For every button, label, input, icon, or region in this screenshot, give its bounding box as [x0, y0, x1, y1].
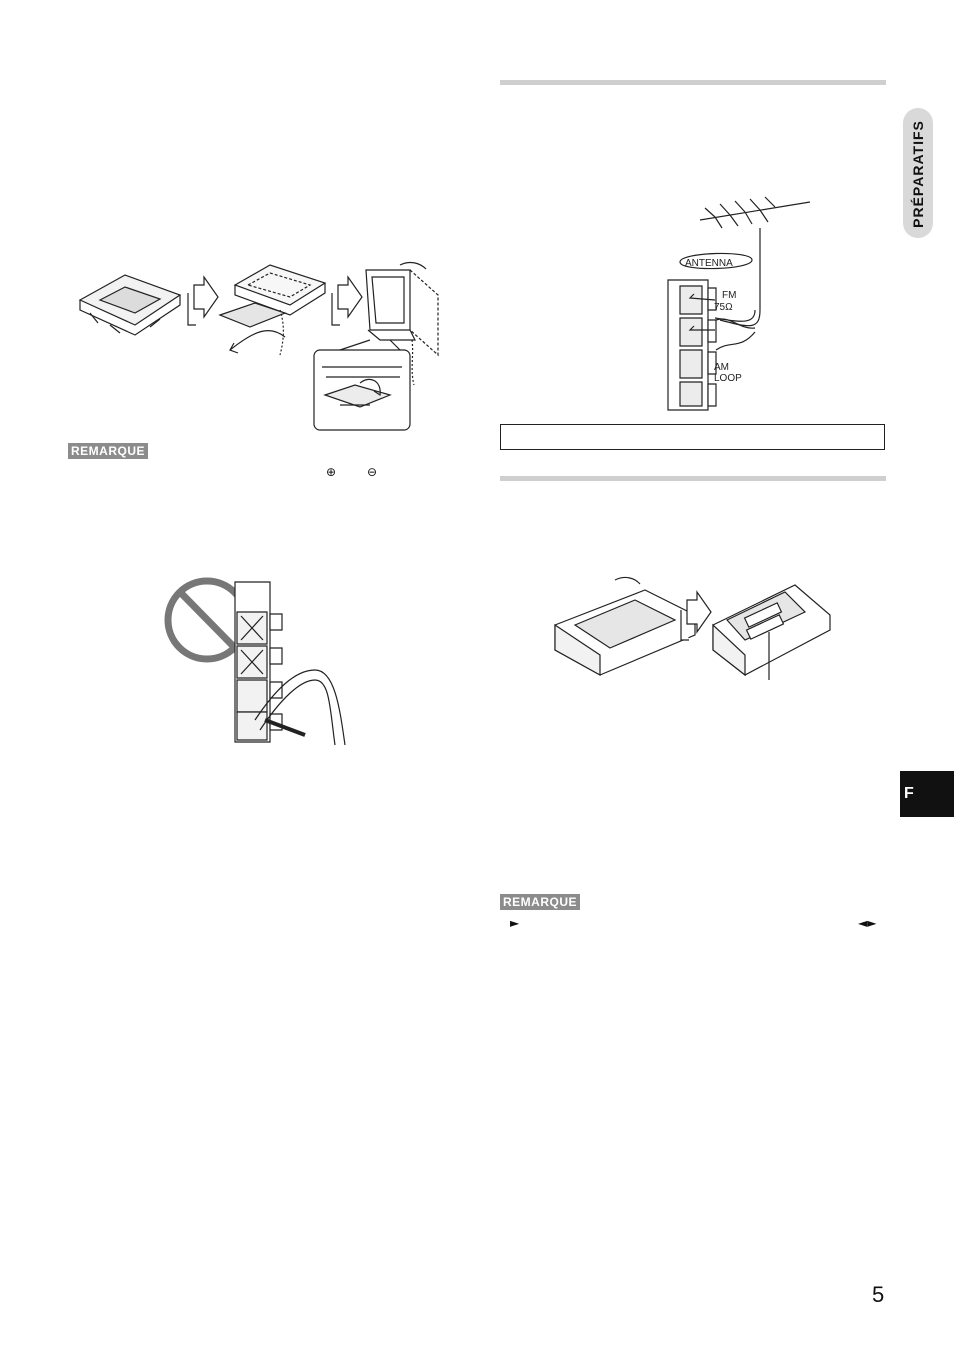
- left-right-symbol: ◄►: [858, 916, 877, 930]
- fm-impedance-label: 75Ω: [714, 302, 733, 313]
- antenna-connection-illustration: ANTENNA FM 75Ω AM LOOP: [660, 200, 810, 415]
- minus-terminal-symbol: ⊖: [367, 465, 378, 479]
- antenna-caption-box: [500, 424, 885, 450]
- plus-terminal-symbol: ⊕: [326, 465, 337, 479]
- am-loop-assembly-illustration: [70, 255, 450, 435]
- am-terminal-label: AM: [714, 362, 729, 373]
- page-number: 5: [872, 1282, 885, 1307]
- section-divider-top: [500, 80, 886, 85]
- note-badge-right: REMARQUE: [500, 894, 581, 910]
- remote-battery-illustration: [555, 570, 835, 685]
- section-tab: [903, 108, 933, 238]
- note-badge-left: REMARQUE: [68, 443, 149, 459]
- antenna-label: ANTENNA: [685, 258, 733, 269]
- language-tab: [900, 771, 954, 817]
- prohibited-wiring-illustration: [165, 570, 355, 750]
- language-tab-label: F: [904, 785, 914, 802]
- am-loop-label: LOOP: [714, 373, 742, 384]
- section-tab-label: PRÉPARATIFS: [910, 120, 926, 228]
- fm-terminal-label: FM: [722, 290, 736, 301]
- play-symbol: ►: [510, 916, 520, 930]
- section-divider-middle: [500, 476, 886, 481]
